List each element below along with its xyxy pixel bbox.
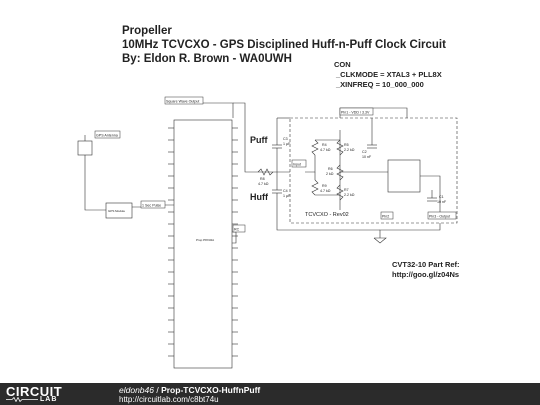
c3-name: C3 bbox=[283, 137, 288, 141]
circuitlab-logo[interactable]: CIRCUIT bbox=[6, 384, 63, 399]
footer-bar: CIRCUIT LAB eldonb46 / Prop-TCVCXO-Huffn… bbox=[0, 383, 540, 405]
output-wire bbox=[420, 175, 441, 213]
r7-value: 2.2 kΩ bbox=[344, 193, 355, 197]
square-wave-feed-wire bbox=[233, 102, 258, 173]
c1-value: 10 nF bbox=[437, 200, 447, 204]
footer-title: eldonb46 / Prop-TCVCXO-HuffnPuff bbox=[119, 385, 260, 395]
schematic-subtitle: 10MHz TCVCXO - GPS Disciplined Huff-n-Pu… bbox=[122, 39, 446, 51]
ground-rail bbox=[276, 193, 380, 231]
rc-label-box bbox=[232, 224, 246, 233]
gps-antenna-wire bbox=[84, 155, 106, 211]
r7-resistor bbox=[336, 184, 344, 201]
r5-name: R5 bbox=[344, 143, 349, 147]
pin2-label-box bbox=[380, 211, 394, 220]
r7-name: R7 bbox=[344, 188, 349, 192]
tcvcxo-chip bbox=[387, 159, 421, 193]
rc-wire bbox=[232, 231, 237, 244]
footer-username[interactable]: eldonb46 bbox=[119, 385, 154, 395]
puff-label: Puff bbox=[250, 135, 268, 145]
ground-drop-wire bbox=[379, 223, 441, 238]
r5-value: 2.2 kΩ bbox=[344, 148, 355, 152]
tcvcxo-label: TCVCXO - Rev02 bbox=[305, 212, 349, 218]
input-node-wire bbox=[305, 155, 316, 173]
r9-value: 4.7 kΩ bbox=[320, 189, 331, 193]
part-ref-label: CVT32-10 Part Ref: bbox=[392, 260, 460, 269]
schematic-author: By: Eldon R. Brown - WA0UWH bbox=[122, 53, 292, 65]
r9-resistor bbox=[311, 179, 319, 196]
c1-name: C1 bbox=[439, 195, 444, 199]
r8-value: 4.7 kΩ bbox=[258, 182, 269, 186]
chip-left-pins bbox=[168, 127, 174, 357]
c3-value: 1 µF bbox=[283, 142, 291, 146]
propeller-chip bbox=[173, 119, 233, 369]
gps-module-label: GPS Module bbox=[108, 209, 125, 213]
c2-value: 10 nF bbox=[362, 155, 372, 159]
footer-separator: / bbox=[153, 385, 162, 395]
r5-resistor bbox=[336, 139, 344, 156]
footer-project-name[interactable]: Prop-TCVCXO-HuffnPuff bbox=[161, 385, 261, 395]
pin1-label-box bbox=[339, 107, 374, 116]
gps-antenna-label-box bbox=[94, 130, 121, 139]
schematic-canvas: Propeller 10MHz TCVCXO - GPS Disciplined… bbox=[77, 25, 460, 369]
r4-name: R4 bbox=[322, 143, 327, 147]
pin1-label: Pin1 - VDD / 3.3V bbox=[341, 111, 370, 115]
footer-url[interactable]: http://circuitlab.com/c8bt74u bbox=[119, 395, 219, 404]
r8-name: R8 bbox=[260, 177, 265, 181]
r8-resistor bbox=[257, 168, 274, 176]
c4-name: C4 bbox=[283, 189, 288, 193]
part-ref-url: http://goo.gl/z04Ns bbox=[392, 270, 460, 279]
con-heading: CON bbox=[334, 60, 351, 69]
r6-resistor bbox=[336, 164, 344, 181]
square-wave-label-box bbox=[164, 96, 204, 105]
circuitlab-logo-mark bbox=[6, 397, 38, 402]
c4-value: 1 µF bbox=[283, 194, 291, 198]
ground-symbol bbox=[373, 237, 387, 244]
gps-antenna-box bbox=[77, 140, 93, 156]
r6-name: R6 bbox=[328, 167, 333, 171]
tcvcxo-boundary bbox=[289, 117, 458, 224]
con-xinfreq: _XINFREQ = 10_000_000 bbox=[336, 80, 424, 89]
input-label-box bbox=[291, 159, 307, 168]
gps-module-box bbox=[105, 202, 133, 219]
r4-value: 4.7 kΩ bbox=[320, 148, 331, 152]
pin3-label-box bbox=[427, 211, 457, 220]
chip-right-pins bbox=[232, 127, 238, 357]
schematic-title: Propeller bbox=[122, 25, 172, 37]
input-label: Input bbox=[293, 163, 301, 167]
schematic-drawing: Square Wave Output GPS Antenna 1 Sec Pul… bbox=[77, 96, 458, 369]
square-wave-wire bbox=[165, 102, 234, 118]
rc-label: RC bbox=[234, 228, 240, 232]
one-sec-pulse-label: 1 Sec Pulse bbox=[142, 204, 161, 208]
c2-name: C2 bbox=[362, 150, 367, 154]
chip-label: Prop P8X32A bbox=[196, 238, 214, 242]
huff-label: Huff bbox=[250, 192, 269, 202]
one-sec-pulse-label-box bbox=[140, 200, 166, 209]
r6-value: 2 kΩ bbox=[326, 172, 334, 176]
r4-resistor bbox=[311, 139, 319, 156]
con-clkmode: _CLKMODE = XTAL3 + PLL8X bbox=[336, 70, 442, 79]
pin3-label: Pin3 - Output bbox=[429, 215, 450, 219]
square-wave-label: Square Wave Output bbox=[166, 100, 199, 104]
gps-antenna-label: GPS Antenna bbox=[96, 134, 118, 138]
circuitlab-logo-lab: LAB bbox=[40, 396, 58, 403]
r9-name: R9 bbox=[322, 184, 327, 188]
pin2-label: Pin2 bbox=[382, 215, 389, 219]
